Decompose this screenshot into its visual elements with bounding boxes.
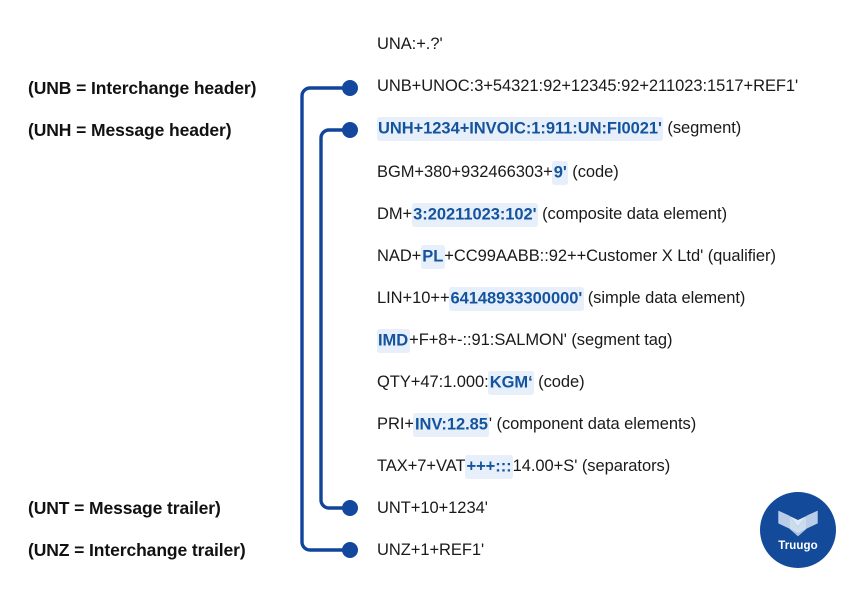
edi-highlight-imd: IMD (376, 328, 410, 353)
edi-note-imd: (segment tag) (566, 331, 673, 349)
edi-highlight-qty: KGM‘ (488, 370, 535, 395)
edi-highlight-pri: INV:12.85 (413, 412, 490, 437)
edi-text-bgm-0: BGM+380+932466303+ (377, 163, 553, 181)
truugo-logo: Truugo (760, 492, 836, 568)
edi-line-qty: QTY+47:1.000:KGM‘ (code) (377, 370, 585, 395)
edi-line-lin: LIN+10++64148933300000' (simple data ele… (377, 286, 746, 311)
edi-highlight-bgm: 9' (552, 160, 569, 185)
edi-line-unh: UNH+1234+INVOIC:1:911:UN:FI0021' (segmen… (376, 116, 742, 141)
edi-line-una: UNA:+.?' (377, 36, 443, 53)
edi-line-unt: UNT+10+1234' (377, 500, 488, 517)
edi-line-unb: UNB+UNOC:3+54321:92+12345:92+211023:1517… (377, 78, 798, 95)
edi-text-unz-0: UNZ+1+REF1' (377, 541, 485, 559)
edi-text-lin-0: LIN+10++ (377, 289, 450, 307)
edi-text-dtm-0: DM+ (377, 205, 413, 223)
side-label-unz: (UNZ = Interchange trailer) (28, 540, 246, 560)
edi-note-nad: (qualifier) (703, 247, 776, 265)
edi-note-qty: (code) (533, 373, 585, 391)
edi-line-imd: IMD+F+8+-::91:SALMON' (segment tag) (376, 328, 673, 353)
edi-line-pri: PRI+INV:12.85' (component data elements) (377, 412, 697, 437)
outer-bracket-path (300, 86, 346, 552)
connector-dot-unt (342, 500, 358, 516)
side-label-unb: (UNB = Interchange header) (28, 78, 257, 98)
edi-note-unh: (segment) (662, 119, 742, 137)
edi-text-tax-2: 14.00+S' (512, 457, 578, 475)
edi-line-nad: NAD+PL+CC99AABB::92++Customer X Ltd' (qu… (377, 244, 776, 269)
edi-note-bgm: (code) (567, 163, 619, 181)
edi-text-pri-0: PRI+ (377, 415, 414, 433)
edi-highlight-dtm: 3:20211023:102' (411, 202, 539, 227)
edi-line-dtm: DM+3:20211023:102' (composite data eleme… (377, 202, 728, 227)
side-label-unh: (UNH = Message header) (28, 120, 232, 140)
connector-dot-unz (342, 542, 358, 558)
edi-text-unt-0: UNT+10+1234' (377, 499, 488, 517)
edi-text-qty-0: QTY+47:1.000: (377, 373, 489, 391)
edi-line-tax: TAX+7+VAT+++:::14.00+S' (separators) (377, 454, 671, 479)
edi-text-pri-2: ' (488, 415, 492, 433)
edi-text-nad-0: NAD+ (377, 247, 422, 265)
edi-highlight-tax: +++::: (465, 454, 514, 479)
side-label-unt: (UNT = Message trailer) (28, 498, 221, 518)
edi-highlight-lin: 64148933300000' (449, 286, 584, 311)
truugo-mark-icon (778, 510, 818, 537)
inner-bracket-path (319, 128, 346, 510)
edi-line-bgm: BGM+380+932466303+9' (code) (377, 160, 619, 185)
connector-dot-unb (342, 80, 358, 96)
edi-text-tax-0: TAX+7+VAT (377, 457, 466, 475)
edi-text-unb-0: UNB+UNOC:3+54321:92+12345:92+211023:1517… (377, 77, 799, 95)
edi-text-nad-2: +CC99AABB::92++Customer X Ltd' (444, 247, 704, 265)
edi-text-imd-1: +F+8+-::91:SALMON' (409, 331, 567, 349)
edi-note-dtm: (composite data element) (537, 205, 728, 223)
edi-line-unz: UNZ+1+REF1' (377, 542, 484, 559)
edi-text-una-0: UNA:+.?' (377, 35, 443, 53)
truugo-wordmark: Truugo (778, 540, 818, 553)
edi-highlight-unh: UNH+1234+INVOIC:1:911:UN:FI0021' (376, 116, 664, 141)
edi-note-lin: (simple data element) (583, 289, 746, 307)
edi-highlight-nad: PL (420, 244, 445, 269)
connector-dot-unh (342, 122, 358, 138)
edi-note-tax: (separators) (577, 457, 671, 475)
edi-note-pri: (component data elements) (492, 415, 697, 433)
